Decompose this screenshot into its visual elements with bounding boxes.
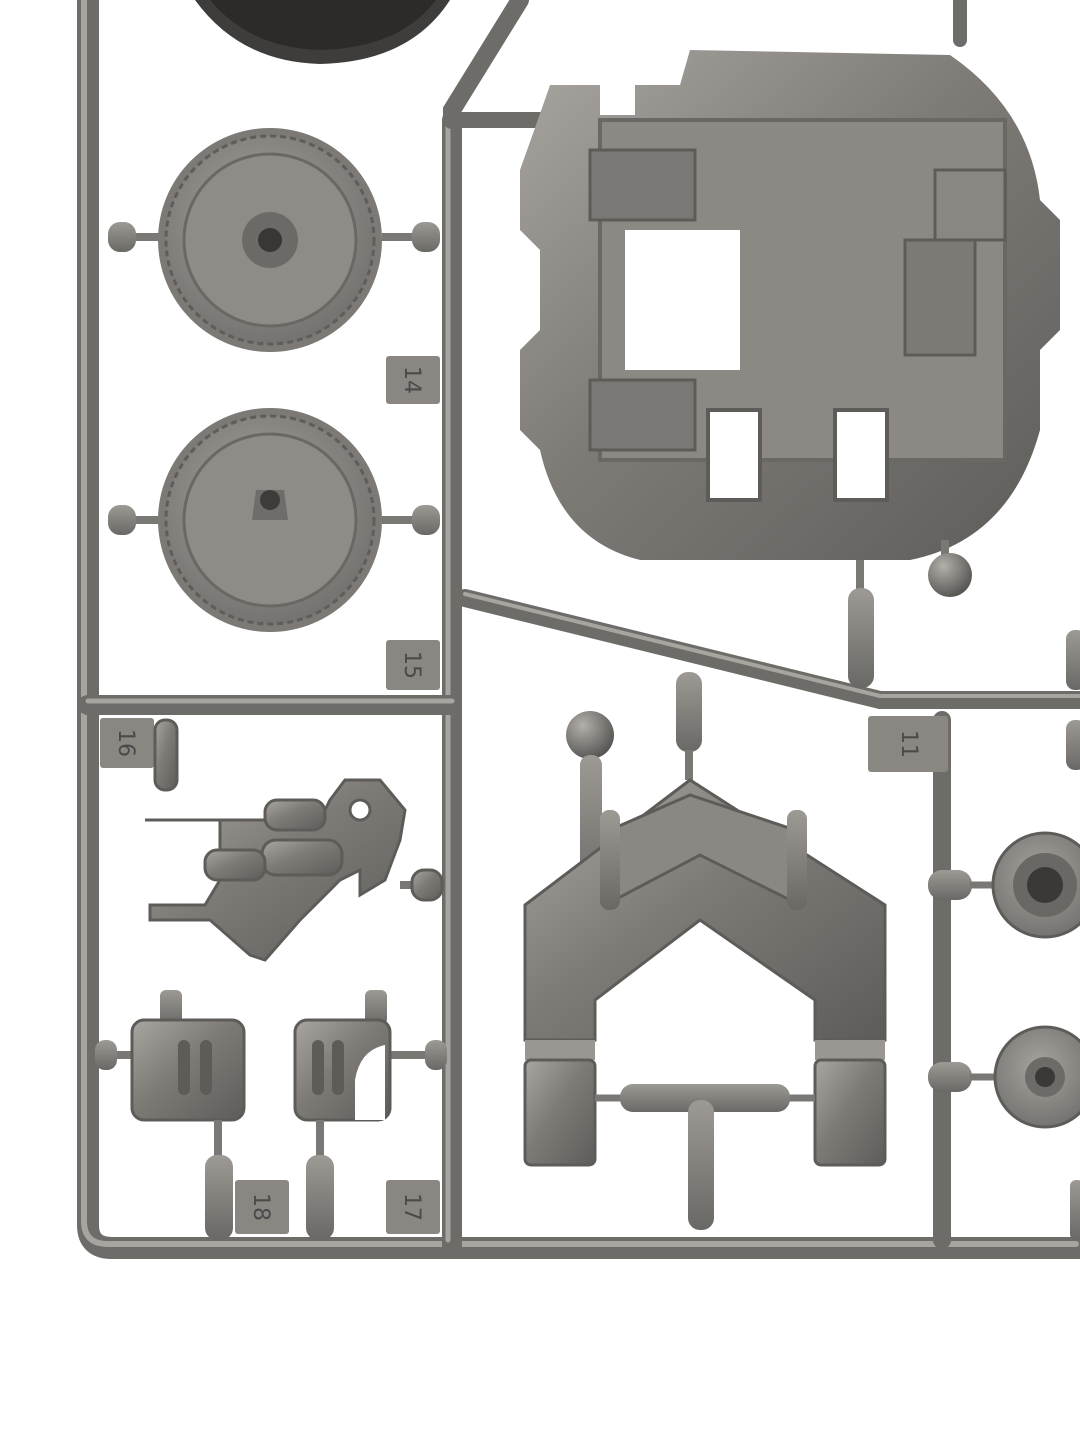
part-number-tag-17: 17 — [386, 1180, 440, 1234]
svg-text:18: 18 — [248, 1193, 273, 1221]
housing-part — [520, 50, 1060, 688]
part-number-tag-16: 16 — [100, 718, 154, 768]
block-part-17 — [293, 990, 447, 1240]
right-edge-parts — [1066, 630, 1080, 1240]
gear-part-top — [108, 128, 440, 352]
sprue-frame — [77, 0, 1080, 1259]
bracket-part — [145, 718, 444, 962]
svg-text:11: 11 — [896, 730, 921, 758]
gear-part-bottom — [108, 408, 440, 632]
block-part-18 — [95, 990, 246, 1240]
part-number-tag-15: 15 — [386, 640, 440, 690]
chevron-part — [523, 672, 887, 1230]
ring-part-bottom — [928, 1025, 1080, 1129]
dome-part — [195, 0, 450, 64]
part-number-tag-14: 14 — [386, 356, 440, 404]
svg-text:17: 17 — [399, 1193, 424, 1221]
svg-text:14: 14 — [399, 366, 424, 394]
svg-text:16: 16 — [113, 729, 138, 757]
ring-part-top — [928, 831, 1080, 939]
part-number-tag-11: 11 — [868, 716, 948, 772]
svg-text:15: 15 — [399, 651, 424, 679]
part-number-tag-18: 18 — [235, 1180, 289, 1234]
